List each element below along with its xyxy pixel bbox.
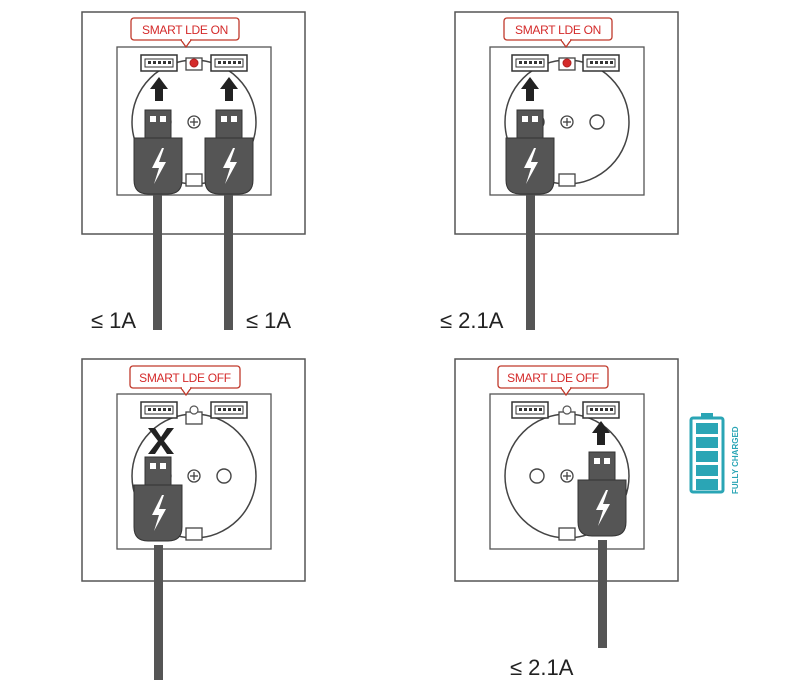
battery-cell [696,437,718,448]
led-indicator [189,405,199,415]
usb-cable [154,545,163,680]
panel-top-left: SMART LDE ON ≤ 1A ≤ 1A [81,11,306,333]
x-mark-icon [148,428,174,454]
battery-indicator: FULLY CHARGED [689,413,740,494]
current-label: ≤ 2.1A [510,655,574,680]
status-badge: SMART LDE ON [130,17,240,49]
usb-port-right [582,401,620,419]
badge-label: SMART LDE OFF [507,371,599,385]
badge-label: SMART LDE OFF [139,371,231,385]
badge-label: SMART LDE ON [142,23,228,37]
battery-level [696,423,718,490]
usb-port-right [582,54,620,72]
current-label: ≤ 1A [91,308,136,333]
usb-port-right [210,401,248,419]
current-label: ≤ 2.1A [440,308,504,333]
battery-cell [696,423,718,434]
badge-label: SMART LDE ON [515,23,601,37]
usb-cable [526,192,535,330]
current-label: ≤ 1A [246,308,291,333]
usb-cable [598,540,607,648]
usb-cable [224,192,233,330]
led-indicator [562,405,572,415]
led-indicator [562,58,572,68]
battery-cell [696,479,718,490]
usb-port-right [210,54,248,72]
battery-terminal [701,413,713,419]
usb-port-left [511,54,549,72]
battery-cell [696,451,718,462]
panel-top-right: SMART LDE ON ≤ 2.1A [440,11,679,333]
battery-cell [696,465,718,476]
status-badge: SMART LDE OFF [129,365,241,397]
usb-port-left [511,401,549,419]
panel-bottom-left: SMART LDE OFF [81,358,306,680]
status-badge: SMART LDE OFF [497,365,609,397]
status-badge: SMART LDE ON [503,17,613,49]
led-indicator [189,58,199,68]
panel-bottom-right: SMART LDE OFF ≤ 2.1A [454,358,679,680]
usb-port-left [140,54,178,72]
battery-status-label: FULLY CHARGED [731,426,740,494]
usb-port-left [140,401,178,419]
usb-cable [153,192,162,330]
